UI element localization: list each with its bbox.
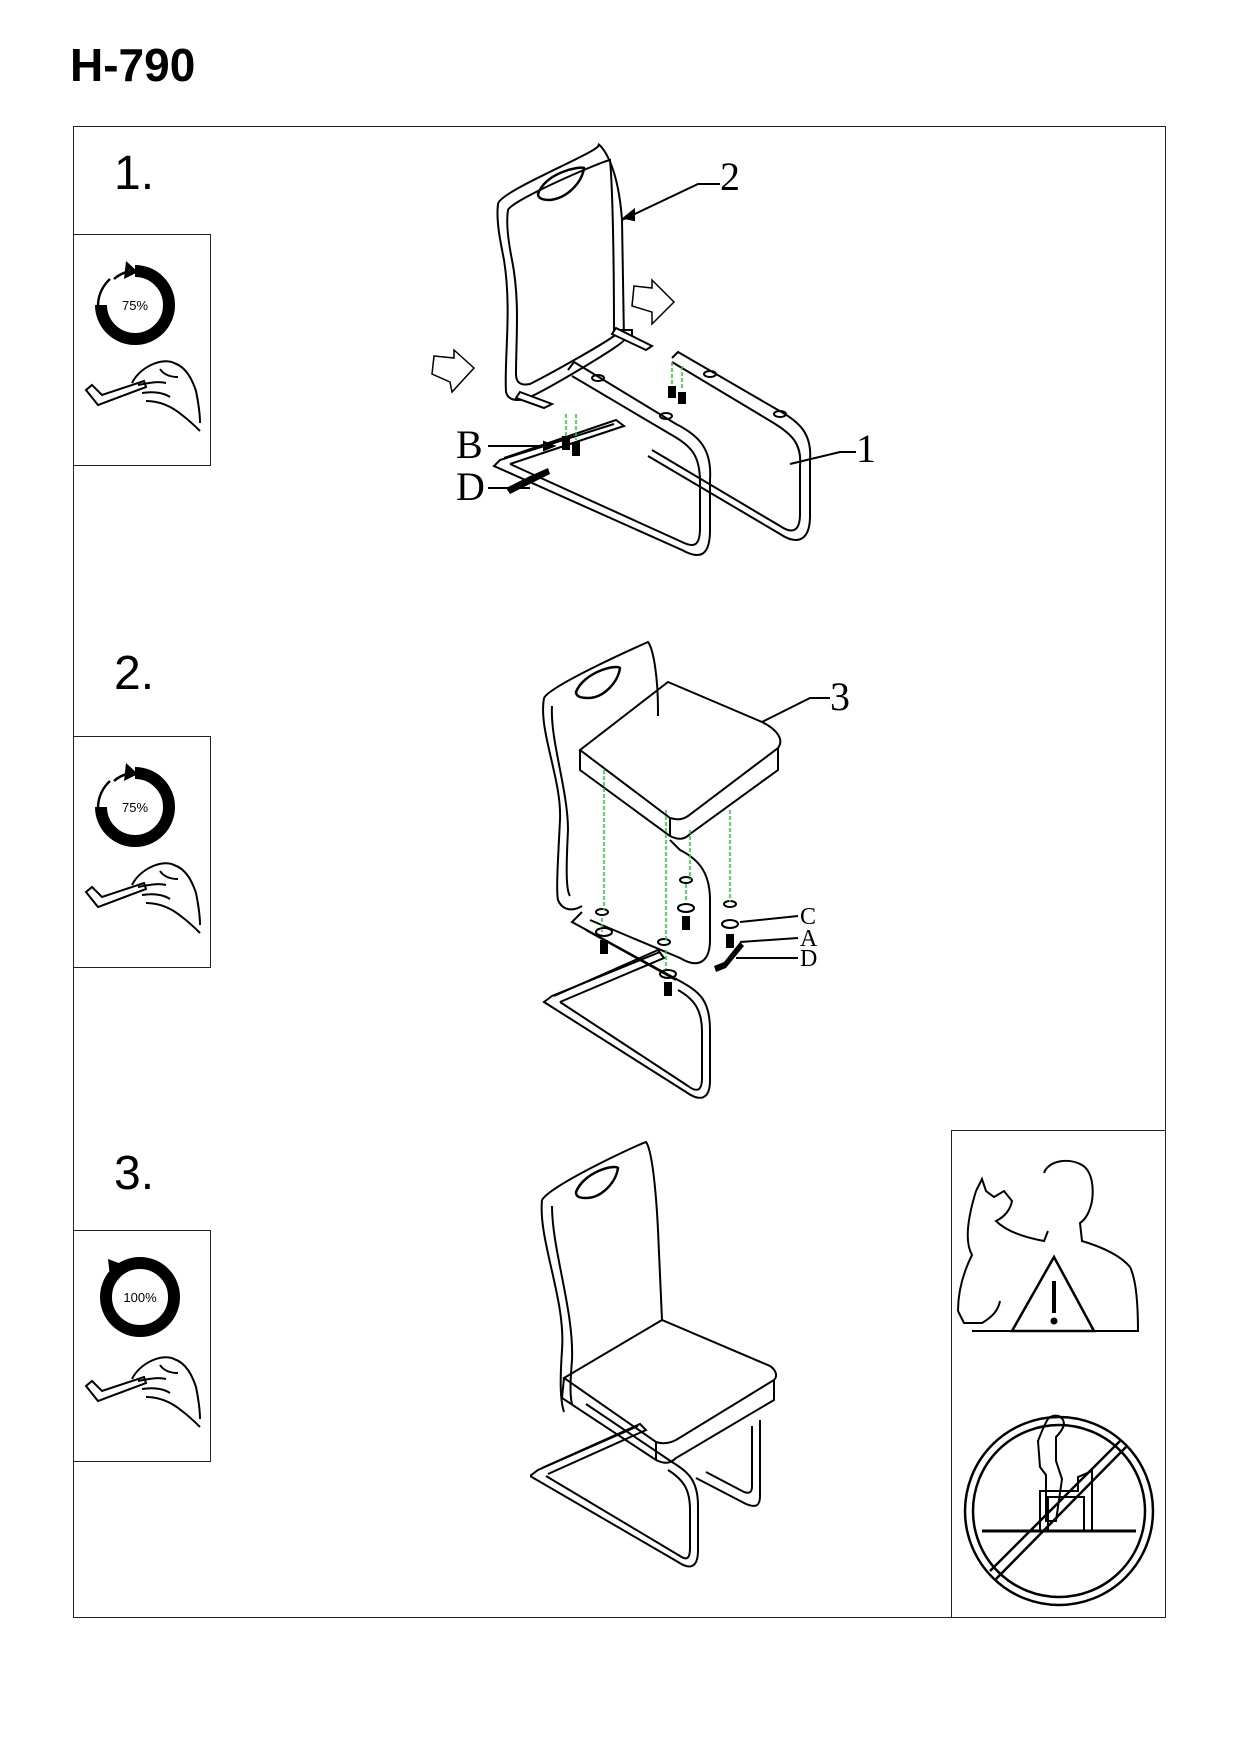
step-3-diagram: [530, 1140, 778, 1568]
seat-frame-part: [492, 350, 812, 556]
hardware-label-c: C: [800, 904, 816, 930]
page-title: H-790: [70, 39, 196, 91]
step-2-diagram: 3 C A D: [542, 640, 850, 1099]
part-label-2: 2: [720, 154, 740, 199]
circular-arrow-progress-icon: 75%: [95, 763, 175, 847]
hardware-label-d: D: [456, 464, 485, 509]
step-1-number: 1.: [114, 147, 155, 200]
step-3-number: 3.: [114, 1147, 155, 1200]
step-1-diagram: 2 1 B D: [431, 143, 876, 556]
step-2-number: 2.: [114, 647, 155, 700]
part-label-3: 3: [830, 674, 850, 719]
progress-label: 75%: [122, 298, 148, 313]
circular-arrow-progress-icon: 75%: [95, 261, 175, 345]
progress-label: 75%: [122, 800, 148, 815]
no-standing-on-chair-icon: [963, 1414, 1155, 1607]
seat-cushion-part: [578, 680, 782, 840]
hex-key-hand-icon: [84, 360, 201, 432]
backrest-part: [542, 640, 659, 911]
hardware-label-a: A: [800, 926, 818, 952]
tool-box-step-2: 75%: [73, 736, 211, 968]
hardware-label-d: D: [800, 946, 817, 972]
hex-key-hand-icon: [84, 1356, 201, 1428]
hex-key-hand-icon: [84, 862, 201, 934]
hardware-label-b: B: [456, 422, 483, 467]
progress-label: 100%: [123, 1290, 157, 1305]
tool-box-step-3: 100%: [73, 1230, 211, 1462]
seat-frame-part: [542, 839, 737, 1099]
assembled-chair: [530, 1140, 778, 1568]
tool-box-step-1: 75%: [73, 234, 211, 466]
person-warning-triangle-icon: [956, 1159, 1140, 1333]
part-label-1: 1: [856, 426, 876, 471]
circular-arrow-progress-icon: 100%: [100, 1257, 180, 1337]
backrest-part: [496, 143, 654, 410]
warning-box: [951, 1130, 1166, 1618]
